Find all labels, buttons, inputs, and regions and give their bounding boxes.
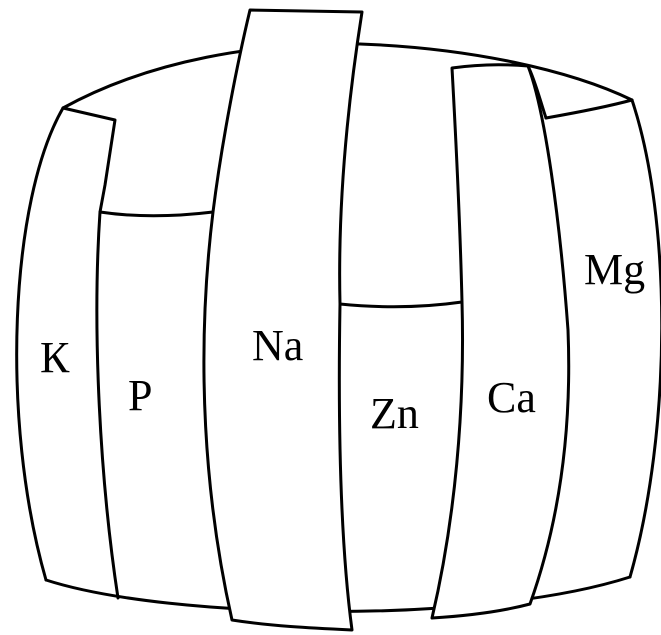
barrel-right-side xyxy=(628,98,661,579)
stave-zn-top-edge xyxy=(338,300,464,309)
stave-p-top-edge xyxy=(98,210,215,218)
barrel-left-side xyxy=(15,106,65,582)
label-k: К xyxy=(40,333,70,382)
barrel-top-rim xyxy=(61,42,634,110)
label-p: P xyxy=(128,371,152,420)
stave-k-outline xyxy=(61,106,120,600)
stave-mg-left-edge xyxy=(526,64,548,120)
label-mg: Mg xyxy=(584,245,645,294)
stave-ca-outline xyxy=(430,63,571,620)
label-na: Na xyxy=(252,321,303,370)
stave-na-outline xyxy=(202,8,364,632)
label-zn: Zn xyxy=(370,389,419,438)
stave-mg-top-edge xyxy=(544,98,634,120)
label-ca: Ca xyxy=(487,373,536,422)
